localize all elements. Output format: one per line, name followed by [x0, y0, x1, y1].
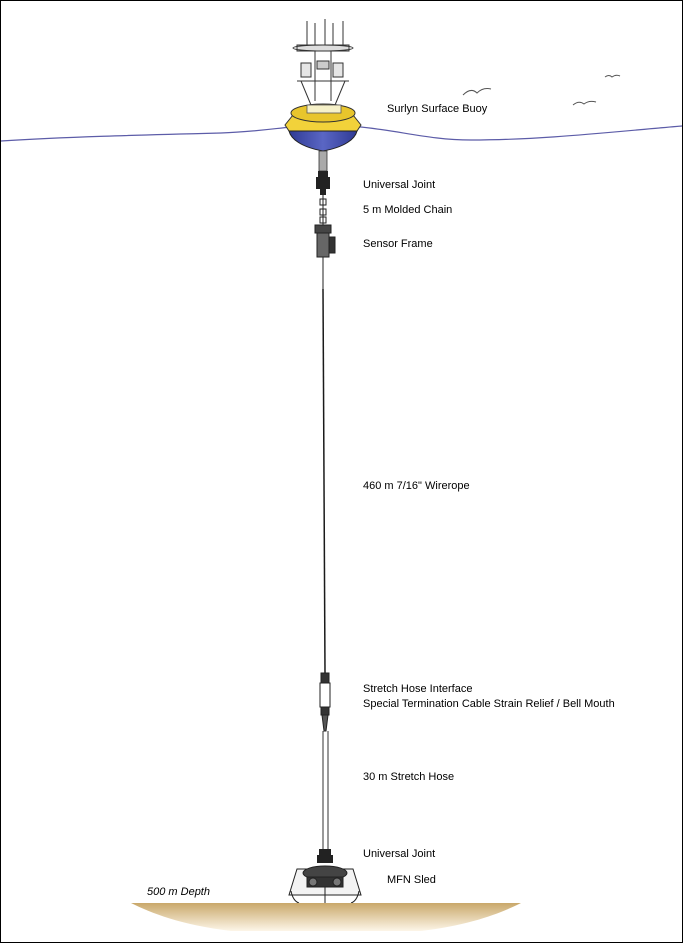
- label-wirerope: 460 m 7/16" Wirerope: [363, 480, 470, 492]
- label-sensor-frame: Sensor Frame: [363, 238, 433, 250]
- stretch-hose-line: [322, 731, 329, 849]
- molded-chain-icon: [319, 195, 327, 225]
- sensor-frame-icon: [314, 224, 336, 289]
- label-molded-chain: 5 m Molded Chain: [363, 204, 453, 216]
- label-stretch-hose-interface: Stretch Hose Interface: [363, 683, 473, 695]
- birds-icon: [462, 74, 621, 106]
- wirerope-line: [322, 288, 326, 674]
- surface-buoy-icon: [284, 103, 362, 172]
- label-universal-joint-top: Universal Joint: [363, 179, 436, 191]
- label-depth: 500 m Depth: [147, 886, 210, 898]
- label-mfn-sled: MFN Sled: [387, 874, 436, 886]
- label-stretch-hose: 30 m Stretch Hose: [363, 771, 455, 783]
- buoy-tower-icon: [292, 19, 354, 106]
- stretch-hose-interface-icon: [319, 672, 331, 732]
- sea-surface-line: [1, 125, 682, 142]
- universal-joint-bottom-icon: [317, 849, 333, 863]
- label-universal-joint-bottom: Universal Joint: [363, 848, 436, 860]
- label-special-termination: Special Termination Cable Strain Relief …: [363, 698, 615, 710]
- mfn-sled-icon: [288, 865, 362, 913]
- label-surface-buoy: Surlyn Surface Buoy: [387, 103, 488, 115]
- seafloor: [131, 903, 521, 931]
- universal-joint-top-icon: [316, 171, 330, 195]
